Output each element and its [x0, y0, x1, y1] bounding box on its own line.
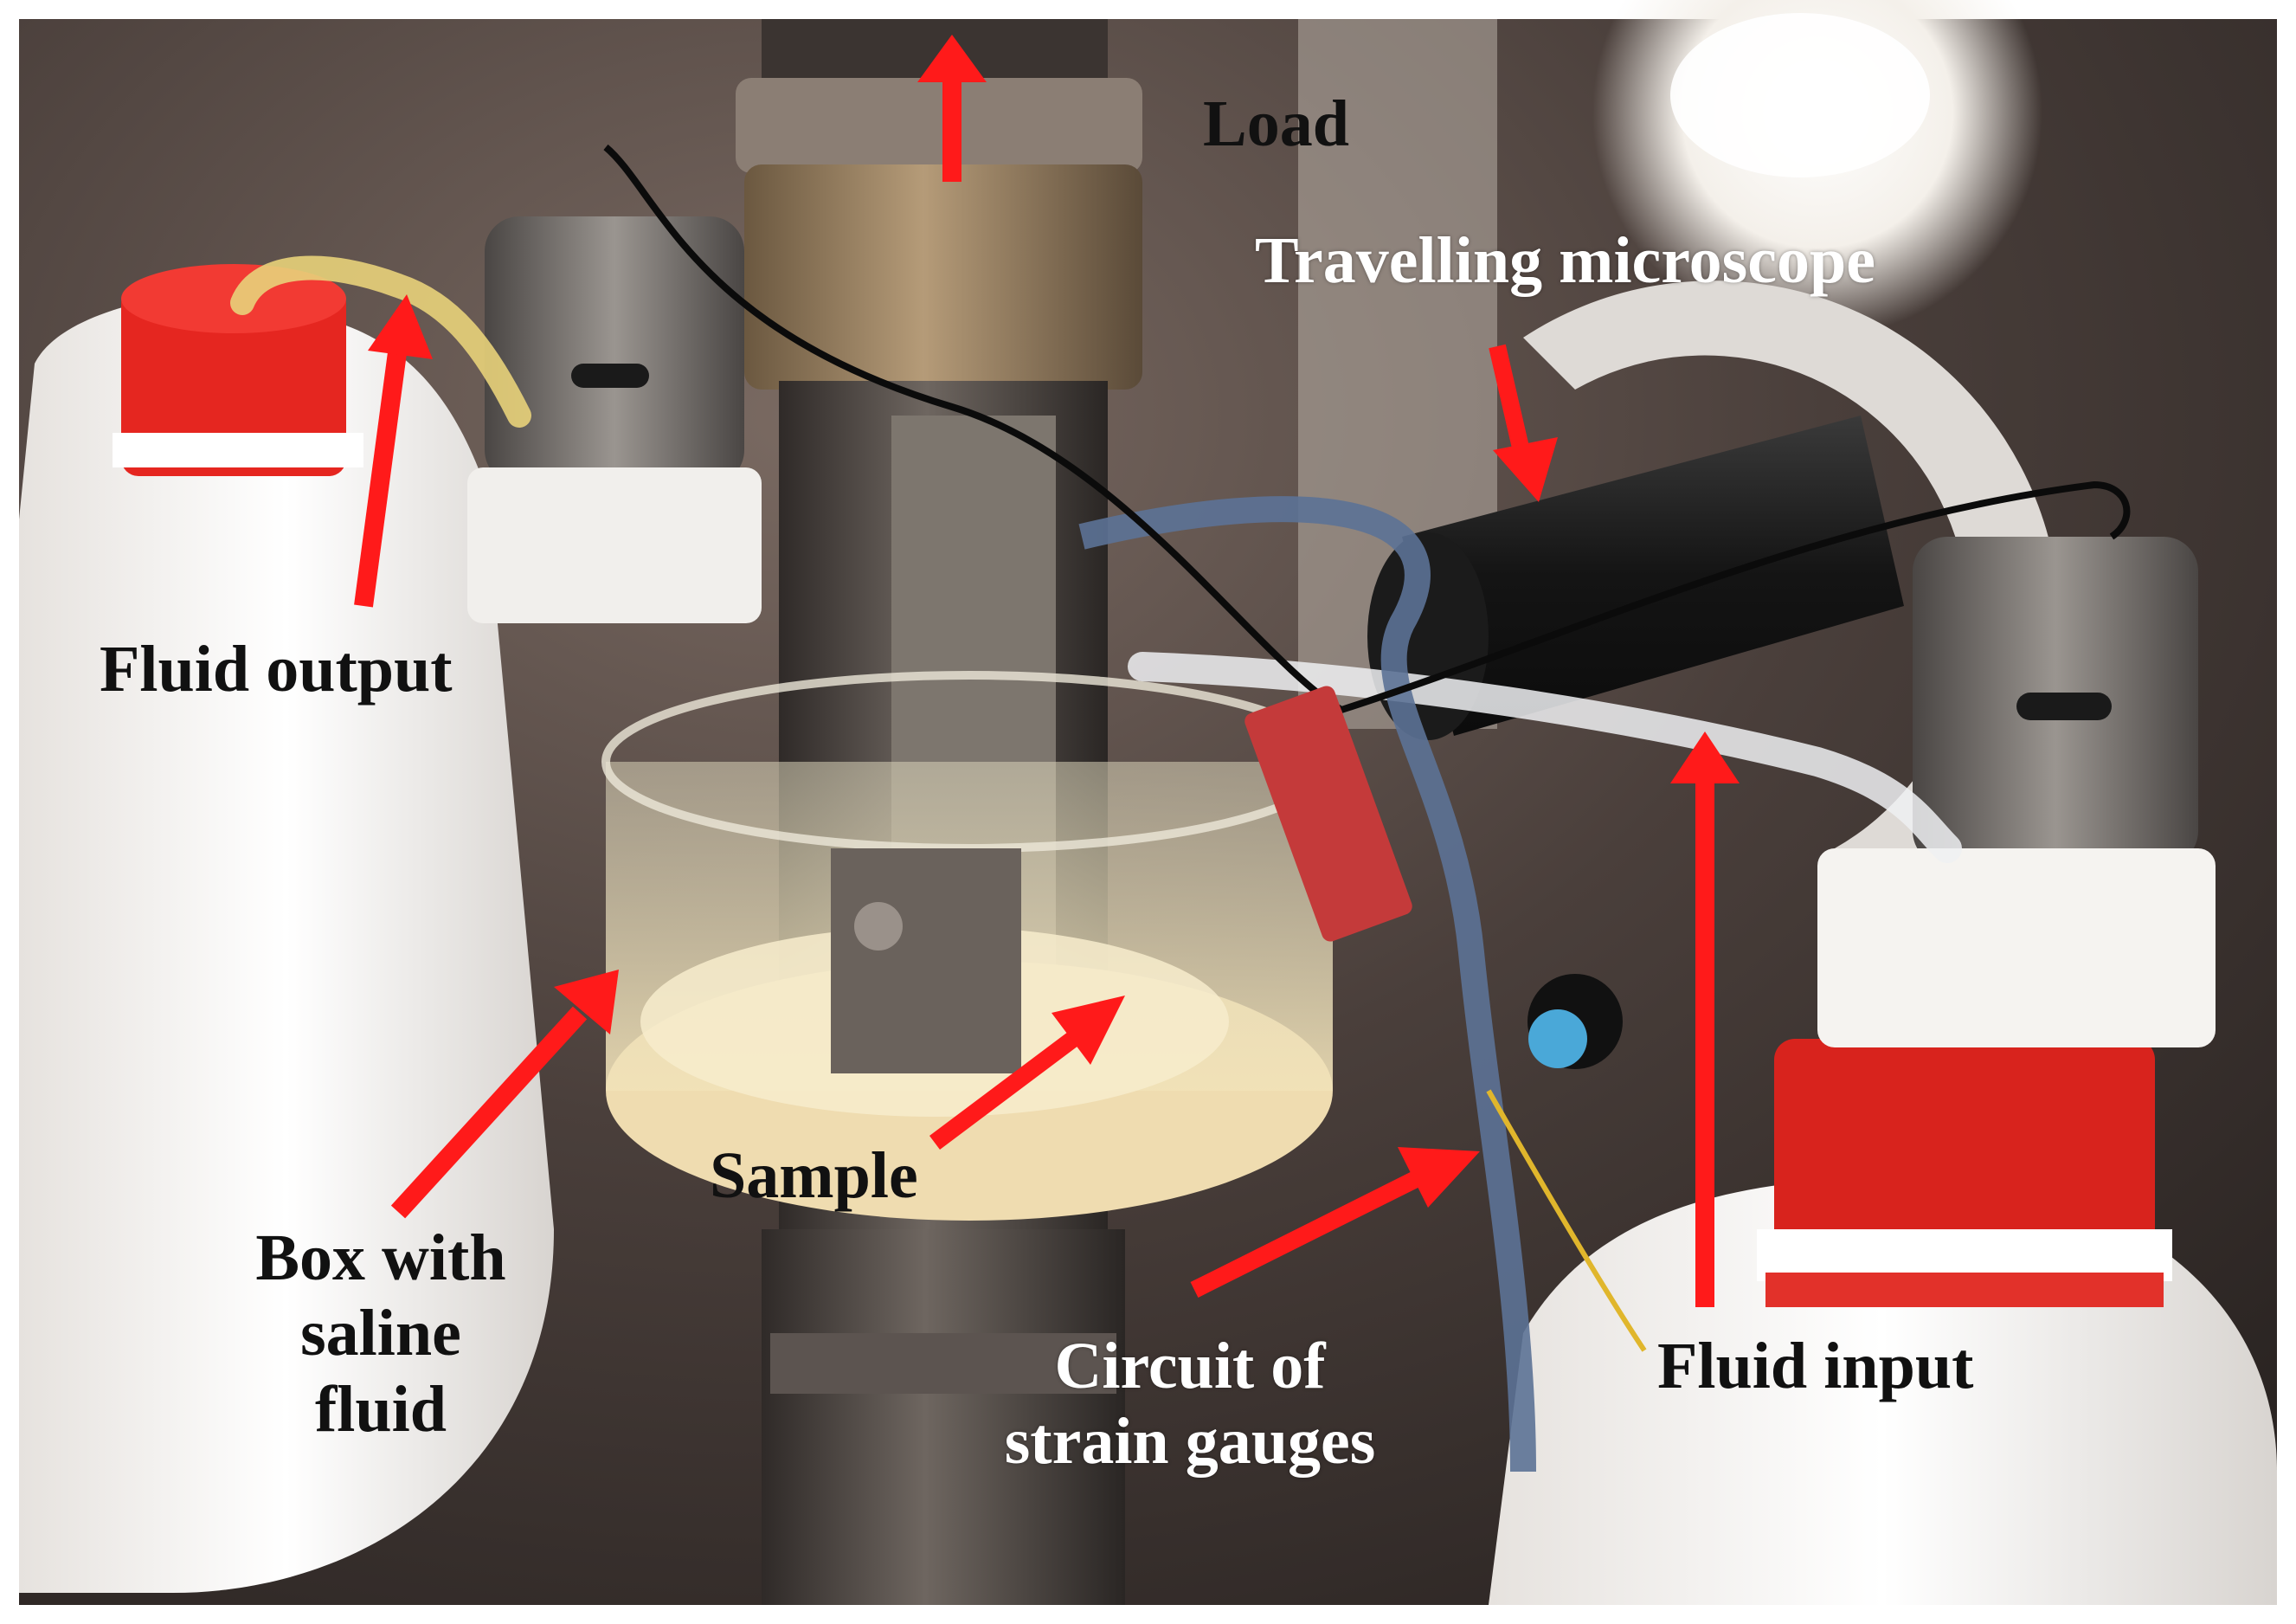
potentiometer-cap: [1528, 1009, 1587, 1068]
arrow-circuit-head: [1398, 1147, 1480, 1208]
label-travelling-microscope: Travelling microscope: [1255, 224, 1875, 297]
right-jug-cap: [1774, 1039, 2155, 1264]
arrow-fluid-output-head: [368, 294, 433, 359]
label-box-line-3: fluid: [314, 1372, 447, 1446]
label-sample: Sample: [710, 1139, 918, 1212]
label-box-line-1: Box with: [255, 1221, 506, 1294]
lower-grip-collar: [770, 1333, 1116, 1394]
label-circuit-line-1: Circuit of: [1054, 1330, 1326, 1402]
strain-gauge-board: [1244, 686, 1412, 942]
lamp-head: [1670, 13, 1930, 177]
black-wire-right: [1340, 480, 2131, 713]
right-pump-slot: [2016, 693, 2112, 720]
arrow-box: [390, 1006, 588, 1219]
arrow-sample: [929, 1032, 1078, 1150]
label-box-line-2: saline: [300, 1297, 461, 1370]
left-pump-motor: [485, 216, 744, 485]
arrow-box-head: [554, 970, 619, 1034]
label-circuit-of-strain-gauges: Circuit of strain gauges: [930, 1329, 1450, 1480]
upper-grip-collar: [736, 78, 1142, 173]
upper-grip-bronze: [744, 164, 1142, 390]
label-fluid-output: Fluid output: [100, 633, 453, 706]
arrow-load-head: [917, 35, 987, 82]
arrow-fluid-output: [354, 345, 408, 608]
arrow-sample-head: [1052, 996, 1125, 1065]
left-jug: [19, 303, 554, 1593]
label-box-with-saline-fluid: Box with saline fluid: [199, 1221, 563, 1447]
travelling-microscope-body: [1402, 416, 1904, 736]
arrow-fluid-input-head: [1670, 731, 1740, 783]
fluid-input-tube: [1128, 652, 1962, 863]
ribbon-cable: [1078, 496, 1536, 1473]
label-circuit-line-2: strain gauges: [1004, 1405, 1376, 1479]
fluid-output-tube: [230, 255, 531, 428]
microscope-ring: [1523, 280, 2061, 918]
lower-grip: [762, 1229, 1125, 1605]
black-wire-left: [603, 144, 1344, 713]
left-pump-slot: [571, 364, 649, 388]
left-pump-head: [467, 467, 762, 623]
yellow-wire: [1486, 1089, 1647, 1352]
label-fluid-input: Fluid input: [1657, 1330, 1974, 1402]
left-jug-ring: [113, 433, 363, 467]
right-pump-head: [1817, 848, 2216, 1047]
right-jug-ring-red: [1765, 1273, 2164, 1307]
label-load: Load: [1203, 87, 1349, 160]
sample-specimen: [831, 848, 1021, 1073]
arrow-microscope-head: [1493, 437, 1558, 502]
arrow-circuit: [1190, 1170, 1424, 1298]
arrow-microscope: [1489, 344, 1532, 461]
annotation-arrows: [354, 35, 1740, 1307]
left-jug-cap: [121, 286, 346, 476]
sample-bolt: [854, 902, 903, 951]
